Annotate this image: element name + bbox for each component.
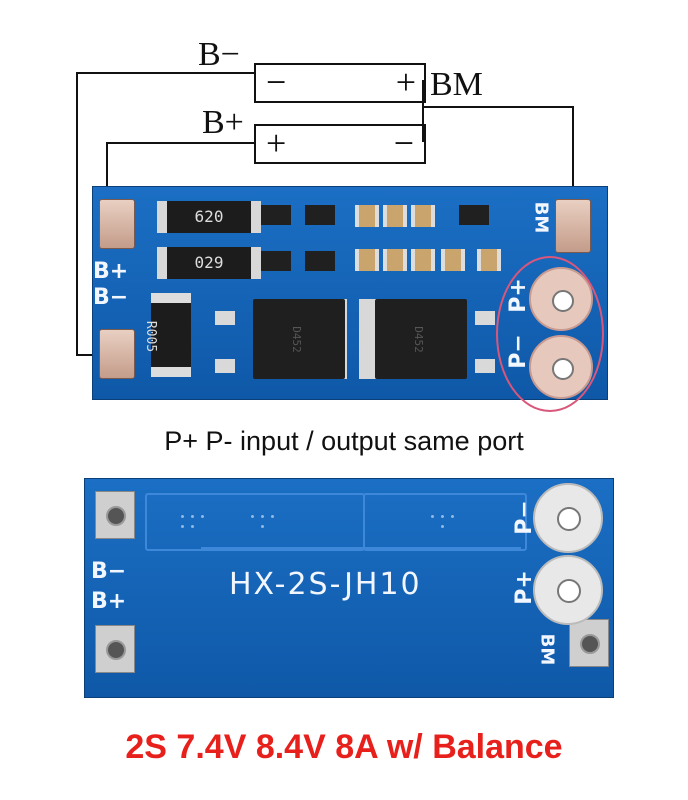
capacitor-2 — [383, 205, 407, 227]
caption-middle: P+ P- input / output same port — [164, 426, 524, 456]
bottom-model-silk: HX-2S-JH10 — [229, 567, 422, 602]
bottom-p-minus-silk: P− — [511, 500, 537, 535]
ic-chip-2 — [305, 205, 335, 225]
via — [441, 515, 444, 518]
top-bm-silk: BM — [530, 201, 552, 234]
ic-chip-4 — [305, 251, 335, 271]
via — [201, 515, 204, 518]
r005-resistor: R005 — [143, 293, 191, 377]
via — [431, 515, 434, 518]
caption-bottom: 2S 7.4V 8.4V 8A w/ Balance — [125, 728, 563, 766]
ic-chip-3 — [261, 251, 291, 271]
via — [441, 525, 444, 528]
bottom-b-plus-pad — [95, 625, 135, 673]
mosfet-1-lead-2 — [215, 359, 235, 373]
bottom-b-minus-pad — [95, 491, 135, 539]
via — [261, 515, 264, 518]
bottom-trace-3 — [201, 547, 521, 549]
via — [451, 515, 454, 518]
capacitor-3 — [411, 205, 435, 227]
mosfet-1: D452 — [253, 299, 345, 379]
b-plus-wire-vertical — [106, 142, 108, 198]
bottom-bm-silk: BM — [536, 633, 558, 666]
mosfet-2-lead-1 — [475, 311, 495, 325]
cell-top-negative: − — [266, 62, 287, 102]
battery-cell-bottom: + − — [254, 123, 426, 164]
b-plus-pad — [99, 199, 135, 249]
bottom-p-minus-pad — [533, 483, 603, 553]
via — [271, 515, 274, 518]
via — [191, 515, 194, 518]
b-minus-wire-vertical — [76, 72, 78, 356]
battery-cell-top: − + — [254, 62, 426, 103]
current-sense-resistor-1: 620 — [157, 201, 261, 233]
bottom-b-plus-silk: B+ — [91, 589, 127, 614]
bottom-p-plus-pad — [533, 555, 603, 625]
via — [181, 515, 184, 518]
b-minus-label: B− — [198, 36, 240, 73]
bm-wire — [424, 106, 574, 108]
bm-label: BM — [430, 66, 483, 103]
bm-wire-vertical — [572, 106, 574, 198]
capacitor-6 — [411, 249, 435, 271]
top-b-plus-silk: B+ — [93, 259, 129, 284]
b-plus-label: B+ — [202, 104, 244, 141]
bottom-bm-pad — [569, 619, 609, 667]
top-b-minus-silk: B− — [93, 285, 129, 310]
via — [251, 515, 254, 518]
ic-chip-5 — [459, 205, 489, 225]
cell-bottom-positive: + — [266, 123, 287, 163]
mosfet-2: D452 — [375, 299, 467, 379]
via — [181, 525, 184, 528]
mosfet-2-tab — [359, 299, 377, 379]
b-minus-wire — [76, 72, 256, 74]
mosfet-1-lead-1 — [215, 311, 235, 325]
capacitor-8 — [477, 249, 501, 271]
capacitor-1 — [355, 205, 379, 227]
mosfet-2-lead-2 — [475, 359, 495, 373]
highlight-circle — [496, 256, 604, 412]
via — [191, 525, 194, 528]
ic-chip-1 — [261, 205, 291, 225]
b-minus-wire-end — [76, 354, 100, 356]
bottom-trace-2 — [363, 493, 527, 551]
cell-link-wire — [422, 80, 424, 142]
bottom-b-minus-silk: B− — [91, 559, 127, 584]
bm-pad — [555, 199, 591, 253]
pcb-bottom-board: HX-2S-JH10 B− B+ P− P+ BM — [84, 478, 614, 698]
current-sense-resistor-2: 029 — [157, 247, 261, 279]
capacitor-4 — [355, 249, 379, 271]
bottom-trace-1 — [145, 493, 365, 551]
b-plus-wire — [106, 142, 256, 144]
b-minus-pad — [99, 329, 135, 379]
bottom-p-plus-silk: P+ — [511, 570, 537, 605]
capacitor-5 — [383, 249, 407, 271]
via — [261, 525, 264, 528]
cell-bottom-negative: − — [393, 123, 414, 163]
cell-top-positive: + — [395, 62, 416, 102]
capacitor-7 — [441, 249, 465, 271]
